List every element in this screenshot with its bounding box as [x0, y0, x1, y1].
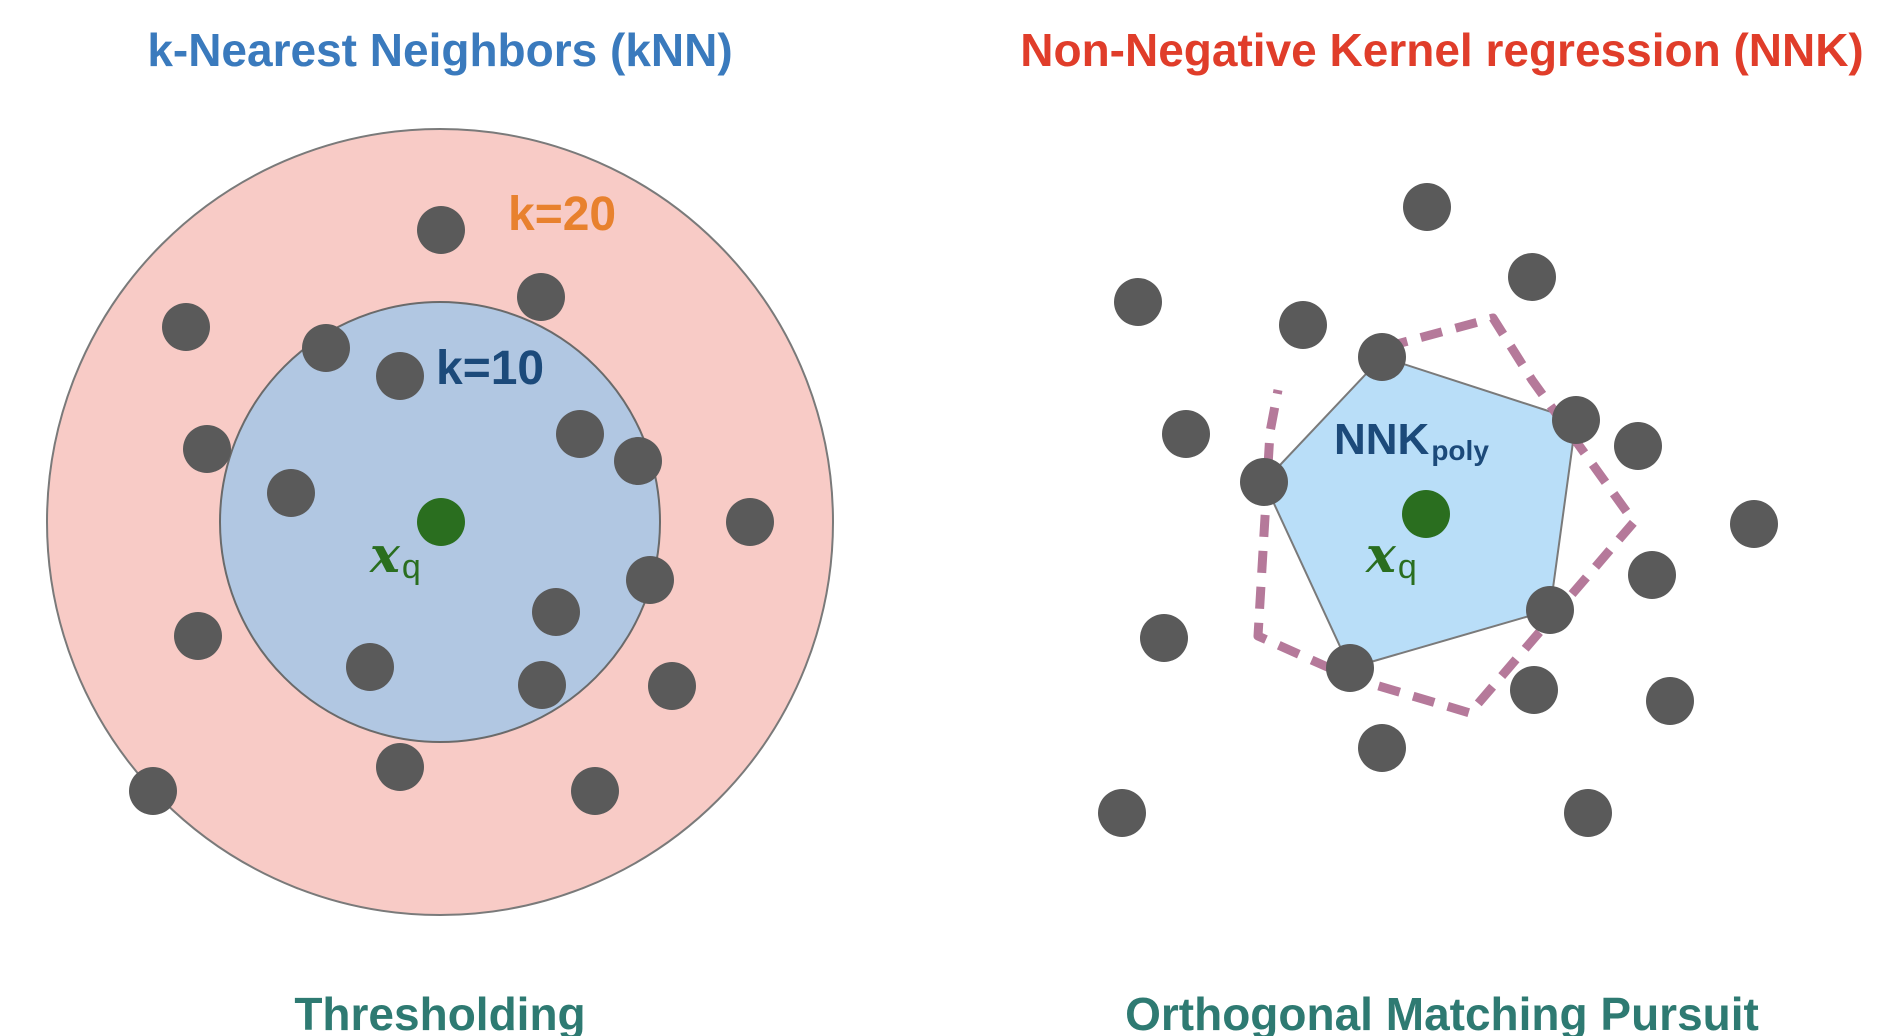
data-point: [1730, 500, 1778, 548]
data-point: [532, 588, 580, 636]
data-point: [1510, 666, 1558, 714]
data-point: [1614, 422, 1662, 470]
nnk-query-label: xq: [1365, 525, 1417, 586]
data-point: [376, 352, 424, 400]
nnk-title: Non-Negative Kernel regression (NNK): [1020, 24, 1864, 76]
nnk-caption: Orthogonal Matching Pursuit: [1125, 988, 1759, 1036]
nnk-polytope-label-subscript: poly: [1431, 435, 1489, 466]
data-point: [726, 498, 774, 546]
data-point: [1646, 677, 1694, 725]
nnk-polytope-label-main: NNK: [1334, 415, 1430, 464]
data-point: [1098, 789, 1146, 837]
data-point: [1140, 614, 1188, 662]
query-subscript: q: [1398, 548, 1417, 586]
data-point: [556, 410, 604, 458]
nnk-data-points: [1098, 183, 1778, 837]
data-point: [376, 743, 424, 791]
data-point: [614, 437, 662, 485]
data-point: [267, 469, 315, 517]
data-point: [162, 303, 210, 351]
data-point: [1628, 551, 1676, 599]
knn-caption: Thresholding: [294, 988, 585, 1036]
data-point: [517, 273, 565, 321]
data-point: [346, 643, 394, 691]
query-subscript: q: [402, 548, 421, 586]
k10-label: k=10: [436, 342, 544, 395]
data-point: [571, 767, 619, 815]
knn-query-point: [417, 498, 465, 546]
nnk-query-point: [1402, 490, 1450, 538]
data-point: [1240, 458, 1288, 506]
data-point: [417, 206, 465, 254]
data-point: [1358, 724, 1406, 772]
data-point: [174, 612, 222, 660]
knn-query-label: xq: [369, 525, 421, 586]
knn-data-points: [129, 206, 774, 815]
data-point: [302, 324, 350, 372]
query-symbol: x: [369, 525, 401, 584]
data-point: [1564, 789, 1612, 837]
data-point: [1508, 253, 1556, 301]
knn-panel: k-Nearest Neighbors (kNN) k=20 k=10: [46, 24, 834, 1036]
data-point: [1114, 278, 1162, 326]
data-point: [1526, 586, 1574, 634]
data-point: [648, 662, 696, 710]
k20-label: k=20: [508, 188, 616, 241]
data-point: [1279, 301, 1327, 349]
data-point: [1358, 333, 1406, 381]
data-point: [1552, 396, 1600, 444]
data-point: [129, 767, 177, 815]
data-point: [1162, 410, 1210, 458]
data-point: [626, 556, 674, 604]
data-point: [1403, 183, 1451, 231]
data-point: [183, 425, 231, 473]
data-point: [1326, 644, 1374, 692]
nnk-polytope-label: NNKpoly: [1334, 415, 1489, 466]
knn-title: k-Nearest Neighbors (kNN): [147, 24, 732, 76]
nnk-panel: Non-Negative Kernel regression (NNK): [1020, 24, 1864, 1036]
data-point: [518, 661, 566, 709]
query-symbol: x: [1365, 525, 1397, 584]
